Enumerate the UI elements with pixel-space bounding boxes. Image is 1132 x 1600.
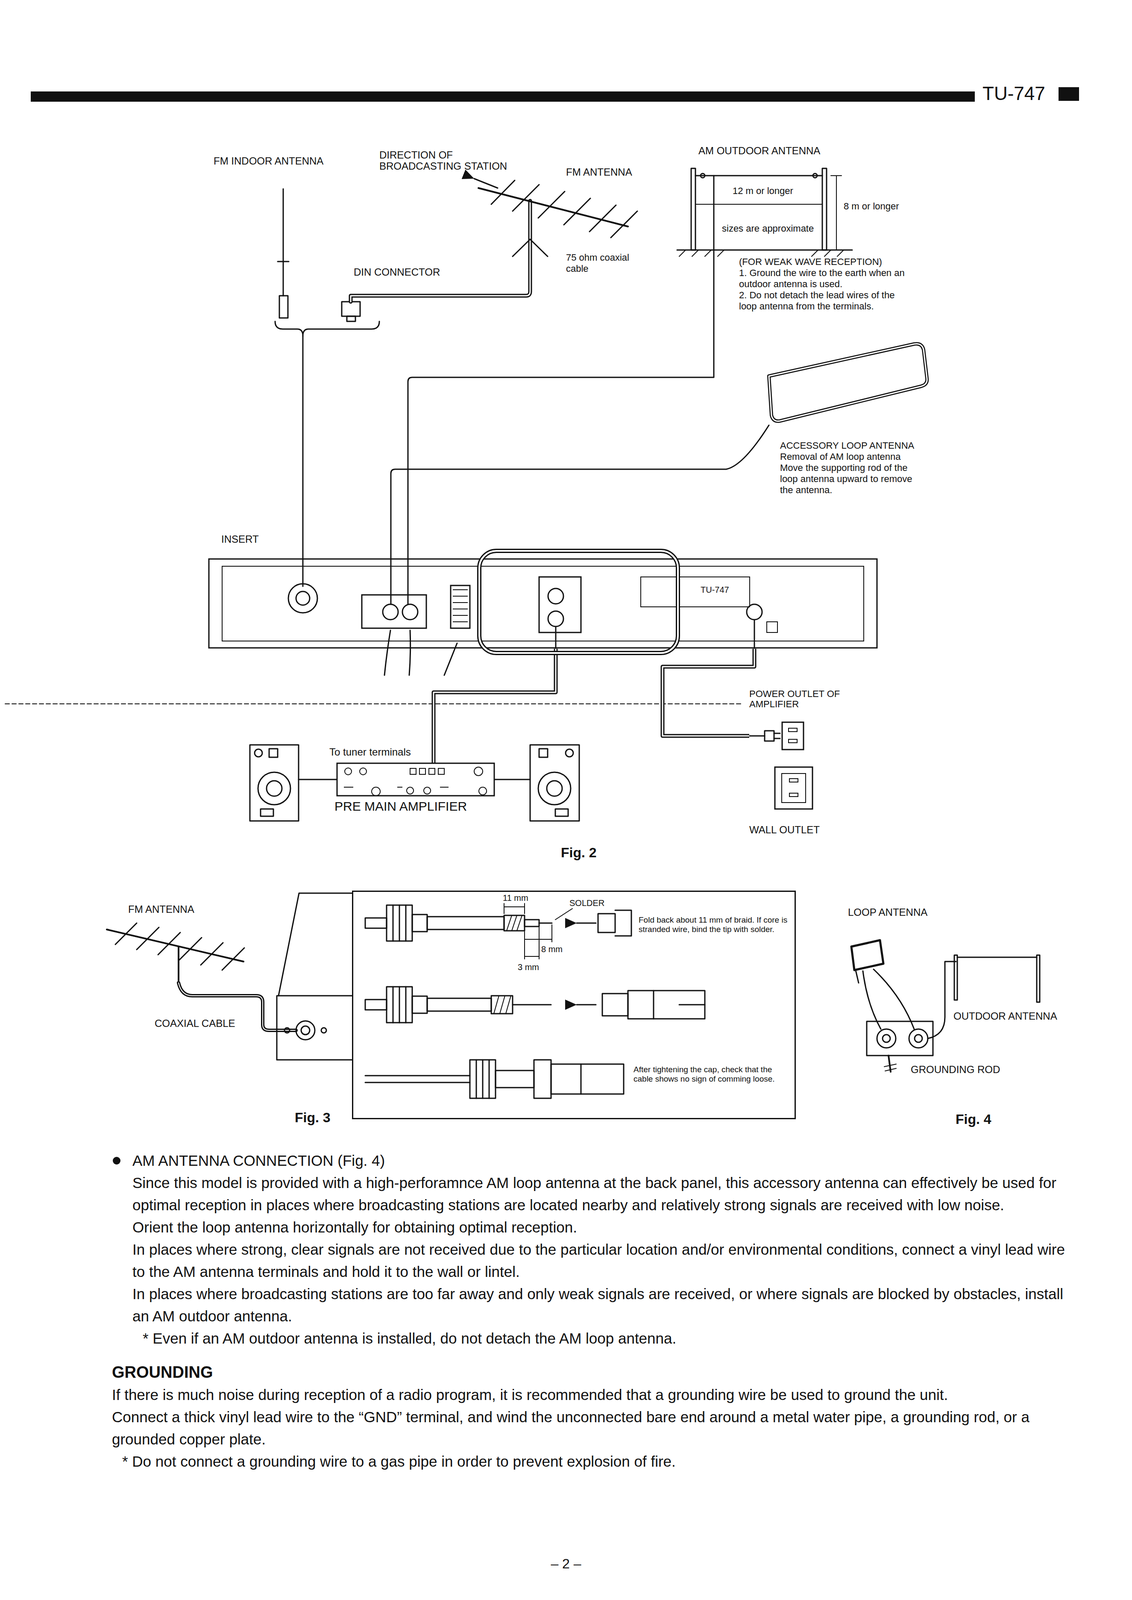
label-text: FM INDOOR ANTENNA (213, 154, 324, 168)
node-text: SOLDER (569, 897, 605, 908)
cable-core (433, 648, 556, 763)
text-block: AM ANTENNA CONNECTION (Fig. 4)Since this… (111, 1149, 1074, 1473)
node-text: POWER OUTLET OF AMPLIFIER (749, 688, 857, 710)
figure-caption: Fig. 3 (294, 1108, 331, 1126)
body-text: If there is much noise during reception … (111, 1383, 1069, 1406)
cable-line (433, 648, 556, 763)
note-text: Removal of AM loop antenna (780, 451, 918, 463)
label-text: DIN CONNECTOR (353, 265, 440, 279)
label-text: 8 m or longer (843, 200, 900, 212)
body-text: Orient the loop antenna horizontally for… (132, 1215, 1073, 1238)
figure-caption: Fig. 4 (955, 1110, 992, 1127)
body-text: * Even if an AM outdoor antenna is insta… (142, 1326, 1070, 1350)
label-text: AM OUTDOOR ANTENNA (698, 144, 821, 157)
label-text: DIRECTION OF BROADCASTING STATION (379, 149, 525, 172)
label-text: FM ANTENNA (566, 165, 633, 179)
text-block: ACCESSORY LOOP ANTENNARemoval of AM loop… (780, 439, 918, 496)
label-text: 75 ohm coaxial cable (566, 252, 635, 275)
label-text: INSERT (221, 532, 259, 546)
body-text: Connect a thick vinyl lead wire to the “… (111, 1405, 1069, 1450)
label-text: To tuner terminals (329, 745, 411, 758)
power-outlet: POWER OUTLET OF AMPLIFIER (749, 688, 857, 751)
label-text: LOOP ANTENNA (847, 905, 928, 918)
cable-line (662, 648, 755, 736)
note-text: (FOR WEAK WAVE RECEPTION) (739, 256, 913, 268)
node-text: 11 mm (502, 892, 529, 903)
node-text: Fold back about 11 mm of braid. If core … (638, 914, 791, 934)
node-text: 3 mm (517, 961, 540, 972)
node-text: PRE MAIN AMPLIFIER (334, 798, 467, 814)
label-text: GROUNDING ROD (910, 1062, 1001, 1076)
label-text: OUTDOOR ANTENNA (953, 1009, 1058, 1022)
bullet-dot (112, 1156, 121, 1165)
tuner-rear-panel-outline (208, 555, 877, 649)
label-text: 12 m or longer (732, 185, 794, 197)
tuner-rear-panel: TU-747 (208, 555, 877, 649)
amplifier-box-outline (336, 762, 495, 796)
note-text: 2. Do not detach the lead wires of the l… (739, 289, 913, 312)
label-text: sizes are approximate (721, 222, 814, 235)
label-text: TU-747 (982, 82, 1046, 105)
text-block: (FOR WEAK WAVE RECEPTION)1. Ground the w… (739, 256, 913, 312)
wall-outlet: WALL OUTLET (749, 766, 852, 838)
amplifier-box: PRE MAIN AMPLIFIER (336, 762, 495, 796)
detail-box: 11 mm SOLDER 8 mm3 mm Fold back about 11 mm… (351, 890, 796, 1119)
body-text: * Do not connect a grounding wire to a g… (122, 1449, 1071, 1473)
label-text: – 2 – (529, 1554, 603, 1572)
note-text: 1. Ground the wire to the earth when an … (739, 267, 913, 290)
label-text: COAXIAL CABLE (154, 1016, 236, 1030)
node-text: After tightening the cap, check that the… (633, 1064, 792, 1084)
body-text: In places where broadcasting stations ar… (132, 1282, 1073, 1327)
body-text: Since this model is provided with a high… (132, 1171, 1073, 1216)
node-text: 8 mm (541, 943, 563, 954)
node-text: WALL OUTLET (749, 823, 820, 836)
label-text: FM ANTENNA (128, 902, 195, 915)
note-text: ACCESSORY LOOP ANTENNA (780, 439, 918, 452)
node-text: TU-747 (700, 584, 730, 595)
body-text: AM ANTENNA CONNECTION (Fig. 4) (132, 1149, 1073, 1172)
cable-core (662, 648, 755, 736)
body-text: In places where strong, clear signals ar… (132, 1237, 1073, 1283)
note-text: Move the supporting rod of the loop ante… (780, 462, 918, 496)
figure-caption: Fig. 2 (560, 844, 597, 861)
body-text: GROUNDING (111, 1360, 1069, 1384)
